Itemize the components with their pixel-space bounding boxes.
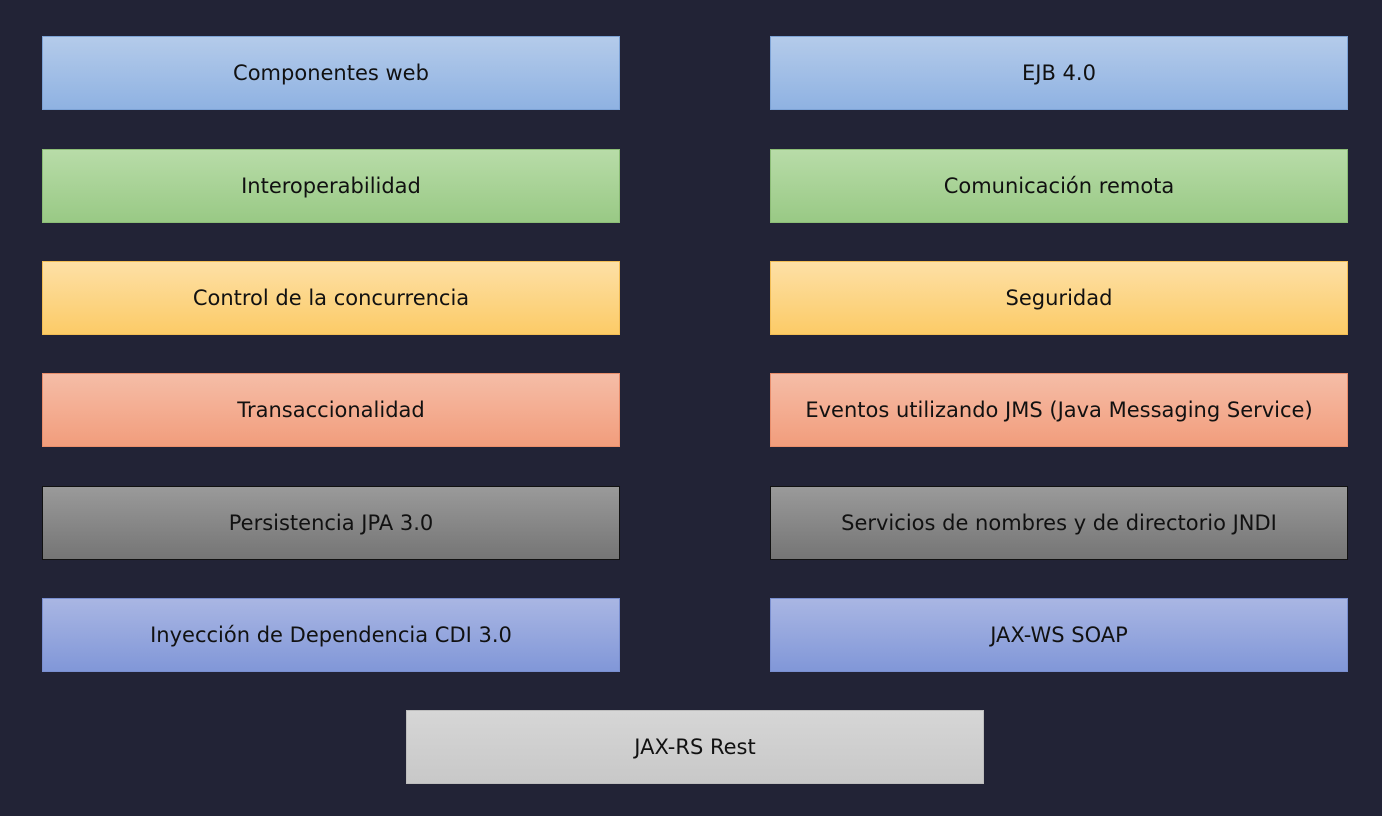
box-label: Transaccionalidad: [237, 398, 425, 422]
box-persistencia-jpa: Persistencia JPA 3.0: [42, 486, 620, 560]
box-interoperabilidad: Interoperabilidad: [42, 149, 620, 223]
box-ejb: EJB 4.0: [770, 36, 1348, 110]
box-transaccionalidad: Transaccionalidad: [42, 373, 620, 447]
box-label: JAX-RS Rest: [634, 735, 756, 759]
box-comunicacion-remota: Comunicación remota: [770, 149, 1348, 223]
box-label: Persistencia JPA 3.0: [228, 511, 434, 535]
box-label: Interoperabilidad: [241, 174, 421, 198]
box-label: Seguridad: [1005, 286, 1113, 310]
box-componentes-web: Componentes web: [42, 36, 620, 110]
box-eventos-jms: Eventos utilizando JMS (Java Messaging S…: [770, 373, 1348, 447]
box-label: Control de la concurrencia: [192, 286, 470, 310]
box-label: Inyección de Dependencia CDI 3.0: [150, 623, 512, 647]
box-label: EJB 4.0: [1022, 61, 1096, 85]
box-control-concurrencia: Control de la concurrencia: [42, 261, 620, 335]
box-label: Eventos utilizando JMS (Java Messaging S…: [805, 398, 1313, 422]
box-inyeccion-cdi: Inyección de Dependencia CDI 3.0: [42, 598, 620, 672]
box-seguridad: Seguridad: [770, 261, 1348, 335]
box-label: Comunicación remota: [943, 174, 1175, 198]
box-label: Componentes web: [233, 61, 429, 85]
box-servicios-jndi: Servicios de nombres y de directorio JND…: [770, 486, 1348, 560]
box-jax-ws: JAX-WS SOAP: [770, 598, 1348, 672]
box-label: Servicios de nombres y de directorio JND…: [841, 511, 1277, 535]
box-label: JAX-WS SOAP: [990, 623, 1128, 647]
box-jax-rs: JAX-RS Rest: [406, 710, 984, 784]
